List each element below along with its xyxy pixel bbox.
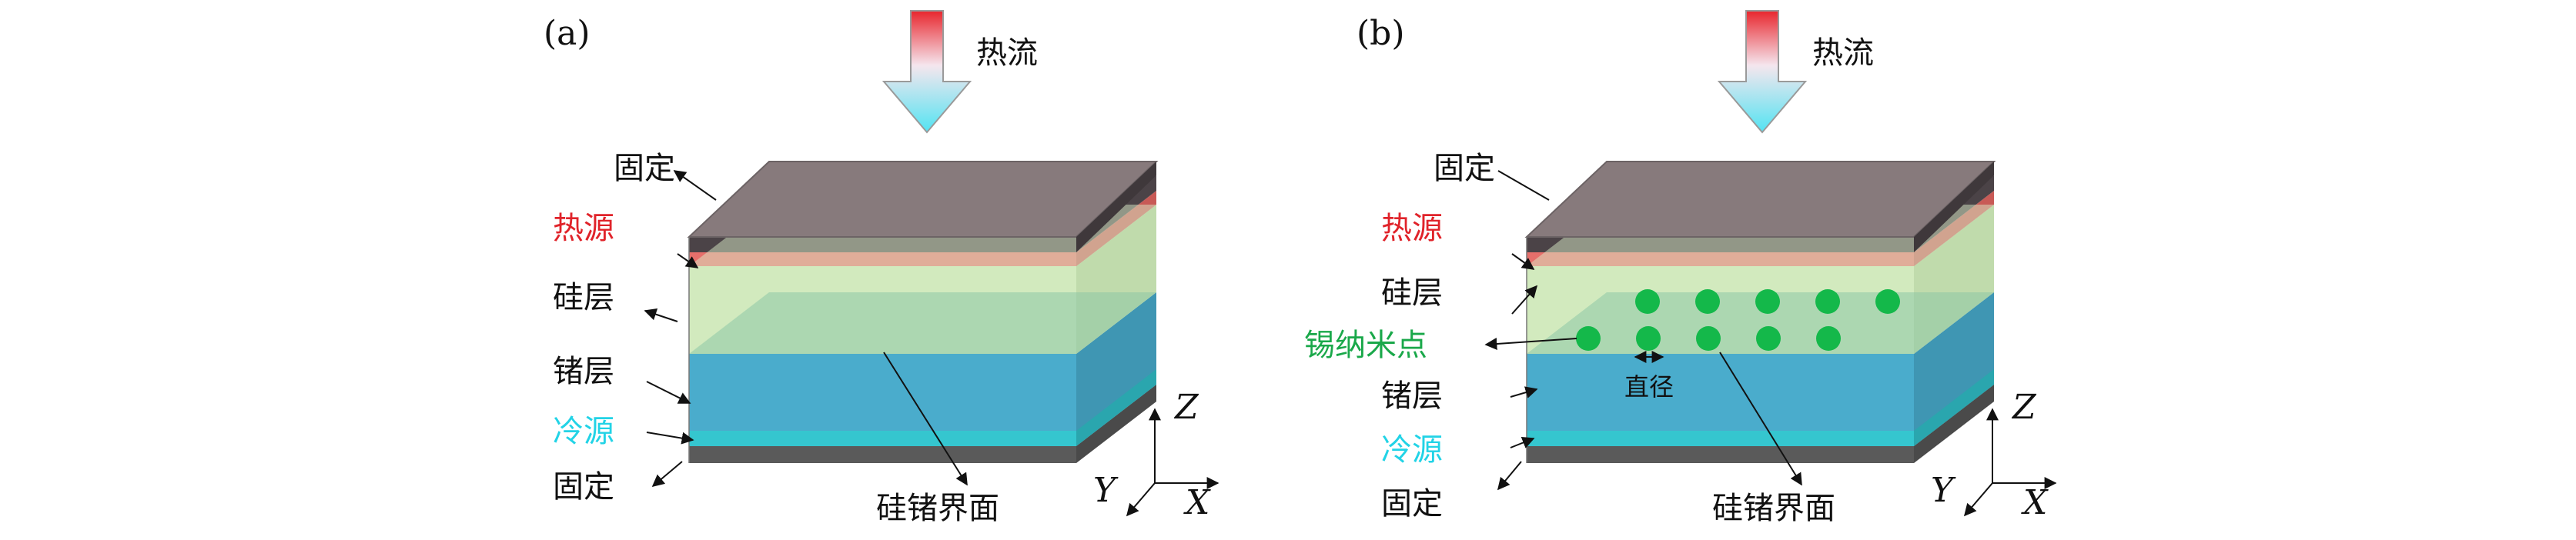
interface-plane xyxy=(689,292,1156,354)
fixed-bottom-side-face xyxy=(1076,385,1156,463)
nanodot xyxy=(1576,326,1601,351)
heat-flow-arrow-icon xyxy=(1717,10,1808,134)
label-germanium: 锗层 xyxy=(1381,378,1443,414)
nanodot xyxy=(1755,289,1780,314)
fixed-bottom-layer xyxy=(1527,446,1914,463)
arrow-nanodots xyxy=(1484,338,1577,351)
arrow-interface xyxy=(1719,352,1802,486)
label-cold-source: 冷源 xyxy=(553,414,614,449)
axis-x-label: X xyxy=(2021,483,2049,522)
cold-source-side-face xyxy=(1914,369,1994,446)
arrow-silicon xyxy=(644,308,678,322)
panel-b-tag: (b) xyxy=(1357,14,1405,53)
fixed-bottom-side-face xyxy=(1914,385,1994,463)
nanodot xyxy=(1695,289,1720,314)
label-fixed-top: 固定 xyxy=(1434,151,1495,186)
arrow-fixed-bottom xyxy=(1497,461,1522,491)
arrow-fixed-top xyxy=(673,170,717,201)
cold-source-layer xyxy=(1527,431,1914,446)
axis-y-label: Y xyxy=(1093,471,1119,510)
label-interface: 硅锗界面 xyxy=(1712,491,1835,526)
label-nanodots: 锡纳米点 xyxy=(1304,328,1427,363)
heat-flow-arrow-icon xyxy=(882,10,972,134)
axes-b: Z X Y xyxy=(1931,388,2057,522)
nanodot xyxy=(1815,289,1840,314)
cold-source-layer xyxy=(689,431,1076,446)
nanodot xyxy=(1636,326,1661,351)
label-fixed-top: 固定 xyxy=(614,151,675,186)
arrow-fixed-bottom xyxy=(651,461,683,488)
arrow-cold-source xyxy=(1510,436,1535,448)
fixed-top-right-edge xyxy=(1914,162,1994,252)
label-germanium: 锗层 xyxy=(553,354,614,389)
arrow-fixed-top xyxy=(1497,170,1550,201)
nanodot xyxy=(1756,326,1781,351)
heat-flow-label: 热流 xyxy=(976,35,1038,71)
nanodot xyxy=(1816,326,1841,351)
germanium-layer xyxy=(689,354,1076,431)
germanium-layer xyxy=(1527,354,1914,431)
label-silicon: 硅层 xyxy=(553,280,614,315)
arrow-heat-source xyxy=(1511,253,1535,270)
arrow-germanium xyxy=(646,381,691,404)
axes-a: Z X Y xyxy=(1093,388,1219,522)
heat-flow-label: 热流 xyxy=(1812,35,1874,71)
label-cold-source: 冷源 xyxy=(1381,432,1443,468)
axis-y-label: Y xyxy=(1931,471,1956,510)
fixed-top-face xyxy=(687,161,1159,238)
arrow-cold-source xyxy=(646,432,694,445)
panel-a: (a) 热流 xyxy=(544,10,1219,526)
label-heat-source: 热源 xyxy=(553,211,614,246)
nanodot xyxy=(1875,289,1900,314)
label-fixed-bottom: 固定 xyxy=(553,469,614,505)
nanodot xyxy=(1635,289,1660,314)
axis-z-label: Z xyxy=(2011,388,2037,427)
axis-x-label: X xyxy=(1183,483,1211,522)
label-heat-source: 热源 xyxy=(1381,211,1443,246)
label-diameter: 直径 xyxy=(1624,372,1674,402)
arrow-heat-source xyxy=(677,253,699,268)
fixed-bottom-layer xyxy=(689,446,1076,463)
panel-b: (b) 热流 xyxy=(1304,10,2057,526)
label-fixed-bottom: 固定 xyxy=(1381,486,1443,522)
panel-a-tag: (a) xyxy=(544,14,590,53)
panel-a-labels: 固定 热源 硅层 锗层 冷源 固定 硅锗界面 xyxy=(553,151,999,526)
nanodots xyxy=(1576,289,1900,351)
label-interface: 硅锗界面 xyxy=(876,491,999,526)
fixed-top-face xyxy=(1524,161,1996,238)
fixed-top-right-edge xyxy=(1076,162,1156,252)
panel-b-labels: 固定 热源 硅层 锡纳米点 锗层 冷源 固定 硅锗界面 xyxy=(1304,151,1835,526)
axis-z-label: Z xyxy=(1173,388,1199,427)
nanodot xyxy=(1696,326,1721,351)
label-silicon: 硅层 xyxy=(1381,275,1443,311)
layer-stack xyxy=(687,161,1159,463)
germanium-side-face xyxy=(1914,292,1994,446)
cold-source-side-face xyxy=(1076,369,1156,446)
arrow-germanium xyxy=(1510,386,1538,398)
diameter-indicator: 直径 xyxy=(1624,351,1674,402)
arrow-silicon xyxy=(1511,285,1538,315)
arrow-interface xyxy=(883,352,968,486)
germanium-side-face xyxy=(1076,292,1156,446)
